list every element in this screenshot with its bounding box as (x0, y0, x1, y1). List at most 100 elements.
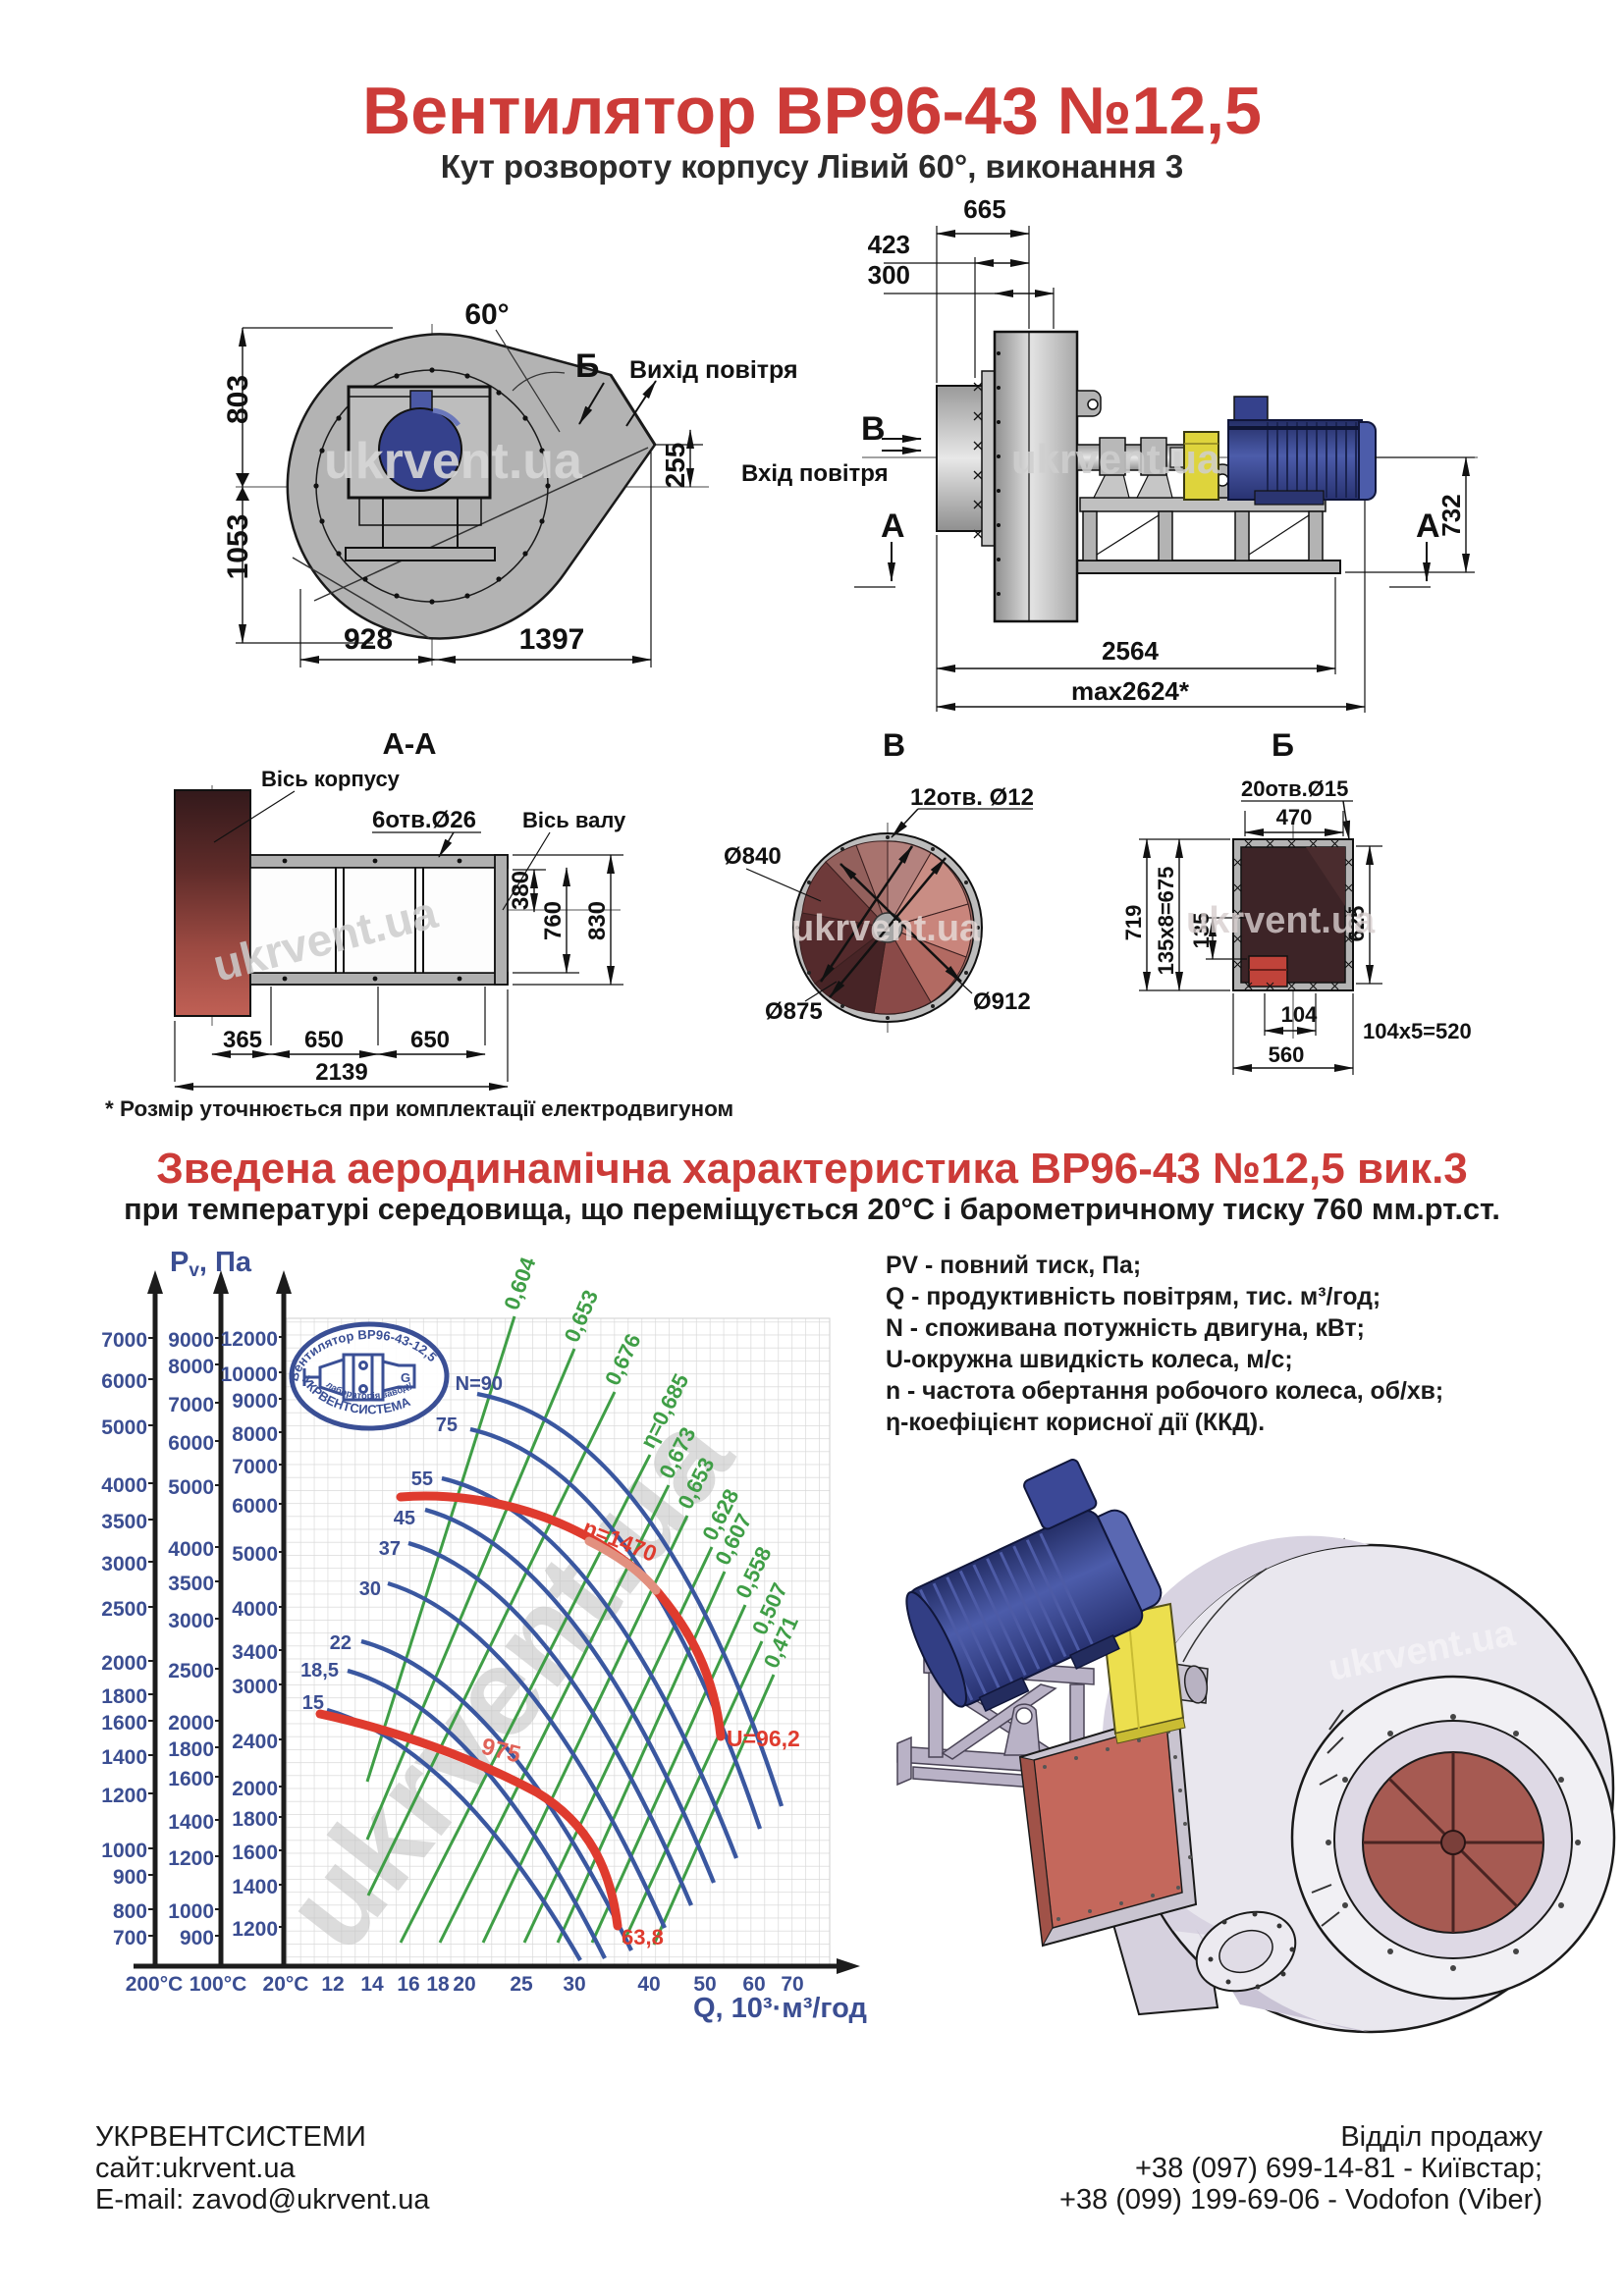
svg-text:1400: 1400 (168, 1811, 214, 1834)
svg-text:380: 380 (508, 871, 534, 910)
svg-text:75: 75 (436, 1415, 458, 1436)
svg-text:760: 760 (540, 901, 567, 940)
svg-text:В: В (861, 410, 886, 448)
svg-text:2000: 2000 (101, 1652, 147, 1675)
svg-text:10000: 10000 (221, 1363, 278, 1386)
svg-text:6отв.Ø26: 6отв.Ø26 (372, 807, 476, 833)
svg-text:14: 14 (360, 1973, 384, 1996)
svg-text:625: 625 (1344, 906, 1369, 942)
svg-text:ukrvent.ua: ukrvent.ua (1186, 900, 1376, 941)
svg-text:Зведена аеродинамічна характер: Зведена аеродинамічна характеристика ВР9… (156, 1145, 1468, 1193)
svg-text:2500: 2500 (101, 1598, 147, 1621)
svg-text:Q - продуктивність повітрям, т: Q - продуктивність повітрям, тис. м³/год… (886, 1284, 1380, 1310)
svg-text:6000: 6000 (232, 1495, 278, 1518)
svg-text:18: 18 (426, 1973, 450, 1996)
svg-text:2000: 2000 (232, 1778, 278, 1800)
svg-text:2564: 2564 (1102, 636, 1159, 666)
svg-text:Вісь корпусу: Вісь корпусу (261, 767, 401, 791)
svg-text:4000: 4000 (101, 1474, 147, 1497)
svg-text:22: 22 (330, 1632, 352, 1654)
svg-text:900: 900 (113, 1866, 147, 1889)
svg-text:5000: 5000 (168, 1476, 214, 1499)
svg-text:3000: 3000 (168, 1610, 214, 1632)
svg-text:А: А (881, 507, 905, 545)
svg-text:60: 60 (742, 1973, 765, 1996)
svg-text:2400: 2400 (232, 1731, 278, 1753)
svg-text:1600: 1600 (168, 1768, 214, 1790)
svg-text:9000: 9000 (168, 1329, 214, 1352)
svg-text:+38 (099) 199-69-06 - Vodofon: +38 (099) 199-69-06 - Vodofon (Viber) (1059, 2184, 1543, 2216)
svg-text:4000: 4000 (232, 1598, 278, 1621)
svg-text:20: 20 (453, 1973, 475, 1996)
svg-text:УКРВЕНТСИСТЕМИ: УКРВЕНТСИСТЕМИ (95, 2121, 366, 2153)
svg-text:η-коефіцієнт корисної дії (ККД: η-коефіцієнт корисної дії (ККД). (886, 1410, 1265, 1436)
svg-text:100°С: 100°С (189, 1973, 247, 1996)
svg-text:3000: 3000 (101, 1553, 147, 1575)
svg-text:3400: 3400 (232, 1641, 278, 1664)
svg-text:сайт:ukrvent.ua: сайт:ukrvent.ua (95, 2153, 296, 2184)
svg-text:Ø875: Ø875 (765, 998, 823, 1025)
svg-text:45: 45 (394, 1508, 415, 1529)
svg-text:Pv, Па: Pv, Па (170, 1247, 252, 1281)
svg-text:Ø912: Ø912 (973, 988, 1031, 1015)
svg-text:732: 732 (1436, 494, 1466, 536)
svg-text:650: 650 (304, 1027, 344, 1053)
svg-text:30: 30 (359, 1578, 381, 1600)
svg-text:Відділ продажу: Відділ продажу (1340, 2121, 1543, 2153)
svg-text:1200: 1200 (168, 1847, 214, 1870)
svg-text:Ø840: Ø840 (724, 843, 782, 870)
svg-text:2000: 2000 (168, 1712, 214, 1735)
svg-text:1800: 1800 (232, 1808, 278, 1831)
svg-text:Вентилятор ВР96-43 №12,5: Вентилятор ВР96-43 №12,5 (362, 74, 1262, 148)
svg-text:8000: 8000 (168, 1356, 214, 1378)
svg-text:G: G (401, 1370, 410, 1385)
svg-text:70: 70 (781, 1973, 803, 1996)
svg-text:* Розмір уточнюється при компл: * Розмір уточнюється при комплектації ел… (105, 1096, 733, 1121)
svg-text:Вісь валу: Вісь валу (522, 808, 626, 832)
svg-text:1600: 1600 (232, 1842, 278, 1864)
svg-text:700: 700 (113, 1927, 147, 1949)
svg-text:830: 830 (584, 901, 611, 940)
svg-text:+38 (097) 699-14-81 - Київстар: +38 (097) 699-14-81 - Київстар; (1135, 2153, 1543, 2184)
svg-text:2500: 2500 (168, 1660, 214, 1682)
svg-text:Вхід повітря: Вхід повітря (741, 460, 889, 487)
svg-text:3500: 3500 (101, 1511, 147, 1533)
svg-text:6000: 6000 (101, 1370, 147, 1393)
svg-text:U=96,2: U=96,2 (727, 1726, 800, 1751)
svg-text:9000: 9000 (232, 1390, 278, 1413)
svg-text:104: 104 (1281, 1002, 1318, 1027)
svg-text:0,604: 0,604 (499, 1254, 541, 1313)
svg-text:В: В (883, 727, 905, 763)
svg-text:max2624*: max2624* (1071, 676, 1190, 706)
svg-text:7000: 7000 (232, 1456, 278, 1478)
svg-text:300: 300 (868, 260, 910, 290)
svg-text:928: 928 (344, 623, 393, 656)
svg-text:200°С: 200°С (126, 1973, 184, 1996)
svg-text:Кут розвороту корпусу Лівий 60: Кут розвороту корпусу Лівий 60°, виконан… (441, 148, 1184, 185)
svg-text:8000: 8000 (232, 1423, 278, 1446)
svg-text:6000: 6000 (168, 1432, 214, 1455)
svg-text:Q, 10³·м³/год: Q, 10³·м³/год (693, 1993, 867, 2024)
svg-text:1400: 1400 (101, 1746, 147, 1769)
svg-text:50: 50 (693, 1973, 716, 1996)
svg-text:1800: 1800 (168, 1738, 214, 1761)
svg-text:135х8=675: 135х8=675 (1154, 867, 1178, 976)
svg-text:1200: 1200 (232, 1918, 278, 1941)
svg-text:104х5=520: 104х5=520 (1363, 1019, 1472, 1043)
svg-text:при температурі середовища, що: при температурі середовища, що переміщує… (124, 1192, 1500, 1226)
svg-text:20отв.Ø15: 20отв.Ø15 (1241, 776, 1348, 801)
svg-text:1000: 1000 (101, 1840, 147, 1862)
svg-text:255: 255 (660, 443, 690, 489)
svg-text:16: 16 (397, 1973, 419, 1996)
svg-text:ukrvent.ua: ukrvent.ua (1011, 436, 1220, 482)
svg-text:4000: 4000 (168, 1538, 214, 1561)
svg-text:2139: 2139 (315, 1059, 367, 1086)
svg-text:А-А: А-А (382, 726, 436, 761)
svg-text:20°С: 20°С (263, 1973, 309, 1996)
svg-text:63,8: 63,8 (622, 1925, 664, 1949)
svg-text:1000: 1000 (168, 1900, 214, 1923)
svg-text:650: 650 (410, 1027, 450, 1053)
svg-text:ukrvent.ua: ukrvent.ua (791, 908, 981, 949)
svg-text:U-окружна швидкість колеса, м/: U-окружна швидкість колеса, м/с; (886, 1347, 1293, 1373)
svg-text:365: 365 (223, 1027, 262, 1053)
